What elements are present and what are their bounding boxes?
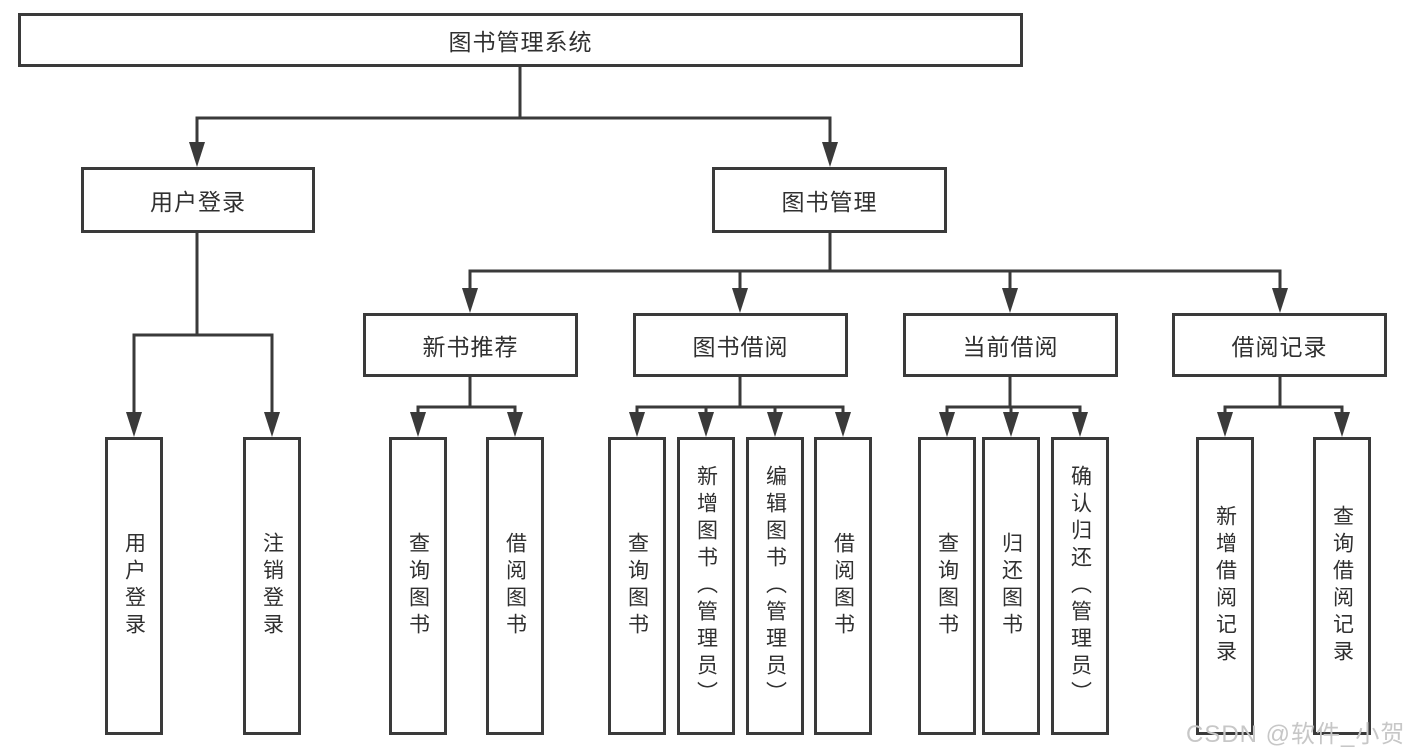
node-label: 确认归还（管理员） bbox=[1068, 464, 1092, 708]
leaf-record-query: 查询借阅记录 bbox=[1313, 437, 1371, 735]
node-label: 用户登录 bbox=[150, 189, 246, 215]
node-label: 新增图书（管理员） bbox=[694, 464, 718, 708]
node-root-library-system: 图书管理系统 bbox=[18, 13, 1023, 67]
node-label: 新增借阅记录 bbox=[1213, 505, 1237, 667]
node-label: 归还图书 bbox=[999, 532, 1023, 640]
node-label: 注销登录 bbox=[260, 532, 284, 640]
node-label: 借阅图书 bbox=[503, 532, 527, 640]
leaf-borrow-borrow-books: 借阅图书 bbox=[814, 437, 872, 735]
leaf-current-query-books: 查询图书 bbox=[918, 437, 976, 735]
node-label: 新书推荐 bbox=[422, 334, 519, 360]
node-user-login: 用户登录 bbox=[81, 167, 315, 233]
leaf-borrow-add-books-admin: 新增图书（管理员） bbox=[677, 437, 735, 735]
leaf-record-add: 新增借阅记录 bbox=[1196, 437, 1254, 735]
node-label: 查询图书 bbox=[625, 532, 649, 640]
node-book-management: 图书管理 bbox=[712, 167, 947, 233]
leaf-borrow-query-books: 查询图书 bbox=[608, 437, 666, 735]
node-label: 借阅图书 bbox=[831, 532, 855, 640]
node-label: 查询图书 bbox=[935, 532, 959, 640]
node-label: 当前借阅 bbox=[962, 334, 1059, 360]
node-new-book-recommend: 新书推荐 bbox=[363, 313, 578, 377]
leaf-borrow-edit-books-admin: 编辑图书（管理员） bbox=[746, 437, 804, 735]
leaf-logout: 注销登录 bbox=[243, 437, 301, 735]
arrow-down-icons bbox=[126, 142, 1350, 437]
leaf-current-return-books: 归还图书 bbox=[982, 437, 1040, 735]
node-book-borrow: 图书借阅 bbox=[633, 313, 848, 377]
leaf-current-confirm-return-admin: 确认归还（管理员） bbox=[1051, 437, 1109, 735]
csdn-watermark: CSDN @软件_小贺同学 bbox=[1186, 721, 1405, 747]
node-label: 借阅记录 bbox=[1231, 334, 1328, 360]
node-label: 图书管理 bbox=[781, 189, 878, 215]
node-current-borrow: 当前借阅 bbox=[903, 313, 1118, 377]
node-borrow-records: 借阅记录 bbox=[1172, 313, 1387, 377]
node-label: 图书管理系统 bbox=[448, 29, 593, 55]
leaf-recommend-borrow-books: 借阅图书 bbox=[486, 437, 544, 735]
node-label: 查询图书 bbox=[406, 532, 430, 640]
leaf-recommend-query-books: 查询图书 bbox=[389, 437, 447, 735]
node-label: 图书借阅 bbox=[692, 334, 789, 360]
node-label: 用户登录 bbox=[122, 532, 146, 640]
leaf-user-login: 用户登录 bbox=[105, 437, 163, 735]
node-label: 编辑图书（管理员） bbox=[763, 464, 787, 708]
node-label: 查询借阅记录 bbox=[1330, 505, 1354, 667]
